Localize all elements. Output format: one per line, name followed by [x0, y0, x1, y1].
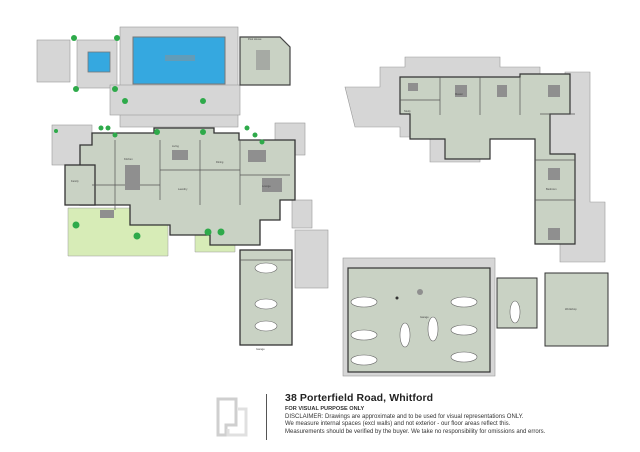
label-master: Master: [455, 92, 463, 96]
label-family: Family: [71, 179, 79, 183]
label-workshop: Workshop: [565, 307, 577, 311]
beds: [408, 83, 560, 240]
label-laundry: Laundry: [178, 187, 188, 191]
disclaimer-line-1: DISCLAIMER: Drawings are approximate and…: [285, 414, 524, 420]
disclaimer-line-3: Measurements should be verified by the b…: [285, 428, 546, 435]
label-garage-2: Garage: [420, 315, 429, 319]
furniture: [100, 55, 282, 218]
first-floor: [399, 73, 576, 245]
plunge-pool: [87, 51, 111, 73]
subtitle: FOR VISUAL PURPOSE ONLY: [285, 406, 365, 412]
label-study: Study: [404, 109, 411, 113]
disclaimer-line-2: We measure internal spaces (excl walls) …: [285, 421, 511, 428]
company-logo-icon: [216, 397, 248, 437]
trees: [54, 35, 265, 240]
ground-floor-house: [64, 127, 296, 346]
label-pool-house: Pool House: [248, 37, 262, 41]
floor-plan: Kitchen Living Dining Lounge Family Gara…: [36, 26, 609, 377]
label-living: Living: [172, 144, 179, 148]
divider: [266, 394, 267, 440]
first-floor-walls: [400, 77, 575, 201]
workshop: [544, 272, 609, 347]
pool-house: [239, 36, 291, 86]
interior-walls: [92, 140, 292, 261]
label-dining: Dining: [216, 160, 224, 164]
label-bedroom: Bedroom: [546, 187, 557, 191]
label-lounge: Lounge: [262, 184, 271, 188]
room-labels: Kitchen Living Dining Lounge Family Gara…: [71, 37, 577, 351]
label-garage-1: Garage: [256, 347, 265, 351]
garage-markers: [395, 289, 423, 300]
label-kitchen: Kitchen: [124, 157, 133, 161]
property-address: 38 Porterfield Road, Whitford: [285, 392, 434, 404]
garage-cars: [254, 262, 278, 332]
main-garage-cars: [350, 296, 521, 366]
disclaimer: DISCLAIMER: Drawings are approximate and…: [285, 414, 625, 436]
